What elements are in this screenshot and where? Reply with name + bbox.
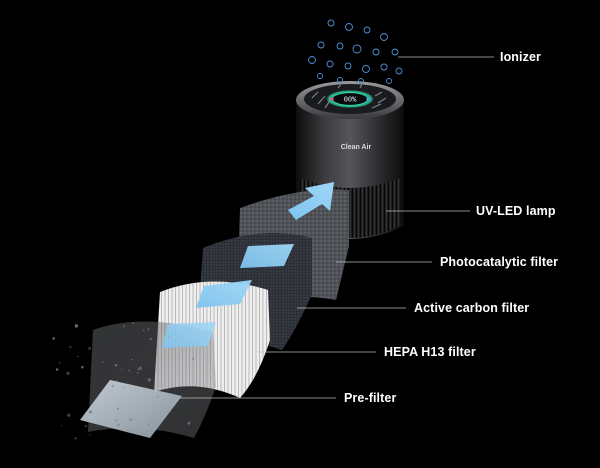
filter-pad xyxy=(80,380,182,438)
display-readout: 00% xyxy=(344,97,357,105)
dust-speck xyxy=(58,361,61,364)
dust-speck xyxy=(66,371,70,375)
label-ionizer: Ionizer xyxy=(500,50,541,64)
dust-speck xyxy=(102,361,104,363)
dust-speck xyxy=(142,329,145,332)
dust-speck xyxy=(147,328,150,331)
top-vent-fins xyxy=(311,83,387,109)
airflow-arrow-large xyxy=(288,182,334,220)
dust-speck xyxy=(115,380,118,382)
label-pre-filter: Pre-filter xyxy=(344,391,397,405)
dust-speck xyxy=(74,323,76,326)
dust-speck xyxy=(129,418,133,422)
dust-speck xyxy=(137,372,139,374)
dust-speck xyxy=(80,365,84,369)
dust-speck xyxy=(187,421,191,425)
dust-speck xyxy=(84,424,87,428)
dust-speck xyxy=(149,337,153,341)
dust-speck xyxy=(156,395,159,398)
dust-speck xyxy=(111,384,115,388)
dust-speck xyxy=(89,434,91,436)
dust-speck xyxy=(148,423,150,426)
dust-speck xyxy=(74,437,77,440)
dust-speck xyxy=(121,369,123,371)
dust-speck xyxy=(67,413,71,417)
dust-speck xyxy=(88,346,92,350)
dust-speck xyxy=(114,364,118,367)
ion-particles xyxy=(308,19,403,84)
label-hepa-h13-filter: HEPA H13 filter xyxy=(384,345,476,359)
dust-speck xyxy=(122,386,125,389)
dust-speck xyxy=(123,325,126,328)
leader-lines xyxy=(180,56,494,399)
dust-speck xyxy=(74,324,79,328)
dust-speck xyxy=(137,368,140,371)
dust-speck xyxy=(77,355,79,358)
label-photocatalytic-filter: Photocatalytic filter xyxy=(440,255,559,269)
brand-logo: Clean Air xyxy=(341,144,372,151)
dust-speck xyxy=(192,357,195,361)
airflow-strip-1 xyxy=(240,244,294,268)
dust-speck xyxy=(89,410,93,414)
dust-speck xyxy=(69,345,72,348)
dust-particles xyxy=(52,321,195,440)
dust-speck xyxy=(55,368,59,371)
dust-speck xyxy=(132,321,135,324)
dust-speck xyxy=(138,366,142,370)
dust-speck xyxy=(147,378,151,382)
dust-speck xyxy=(60,425,63,427)
airflow-strip-3 xyxy=(162,322,216,348)
dust-speck xyxy=(167,335,170,338)
dust-speck xyxy=(114,419,117,422)
dust-speck xyxy=(131,358,133,361)
dust-speck xyxy=(117,423,120,426)
airflow-strip-2 xyxy=(196,280,252,308)
label-uv-led-lamp: UV-LED lamp xyxy=(476,204,556,218)
airflow-arrows xyxy=(162,182,334,348)
label-active-carbon-filter: Active carbon filter xyxy=(414,301,530,315)
dust-speck xyxy=(128,369,130,372)
dust-speck xyxy=(52,337,56,340)
dust-speck xyxy=(116,407,119,410)
